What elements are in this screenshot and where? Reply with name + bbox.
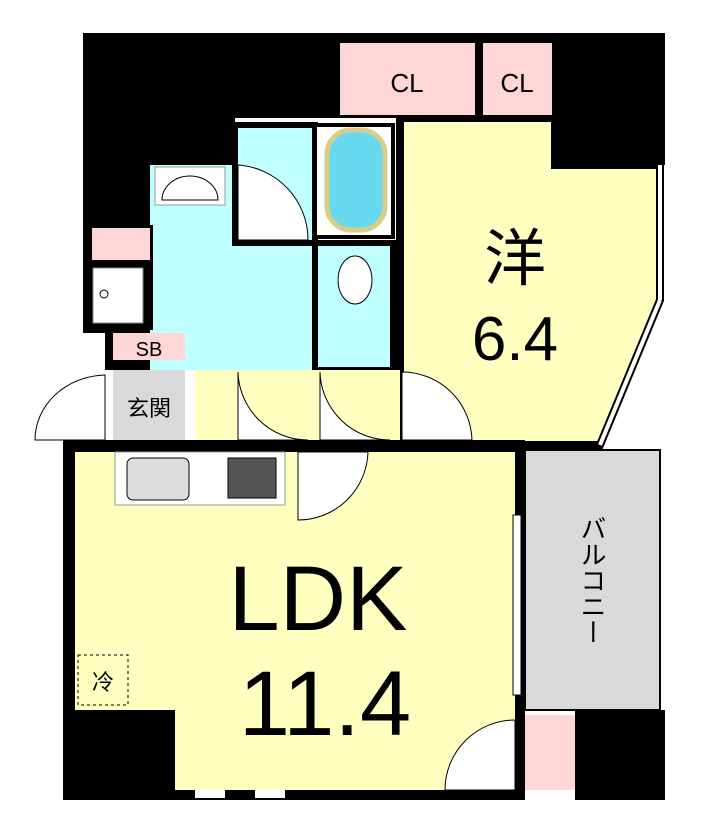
- entrance: [113, 370, 185, 440]
- balcony-window[interactable]: [512, 514, 522, 696]
- ldk-size: 11.4: [239, 653, 411, 755]
- hallway: [195, 370, 400, 440]
- ldk-door[interactable]: [297, 451, 369, 521]
- window: [195, 790, 225, 798]
- western-room-size: 6.4: [472, 305, 558, 374]
- sink: [126, 457, 190, 501]
- wall: [575, 710, 665, 800]
- front-door[interactable]: [34, 374, 106, 441]
- window: [255, 790, 285, 798]
- basin-bowl: [161, 175, 219, 201]
- toilet-door[interactable]: [319, 371, 391, 441]
- shower-door: [237, 164, 309, 241]
- western-room-door[interactable]: [401, 371, 473, 441]
- top-right-wall: [555, 33, 665, 165]
- closet-2: [483, 43, 552, 115]
- western-room-label: 洋: [484, 225, 546, 294]
- storage: [525, 715, 575, 790]
- washing-machine-pan: [92, 267, 144, 324]
- window: [598, 299, 662, 446]
- closet-door[interactable]: [444, 719, 516, 791]
- bathtub: [324, 127, 388, 233]
- stove: [227, 457, 277, 499]
- storage-shelf: [92, 228, 150, 260]
- shoe-box-label: SB: [136, 339, 163, 361]
- toilet: [337, 255, 373, 305]
- entrance-label: 玄関: [127, 396, 171, 421]
- closet-1: [340, 43, 475, 115]
- closet-1-label: CL: [390, 68, 423, 98]
- drain-icon: [99, 289, 109, 299]
- washroom-door[interactable]: [237, 371, 309, 441]
- fridge-label: 冷: [92, 670, 114, 695]
- wall: [63, 710, 175, 800]
- closet-2-label: CL: [500, 68, 533, 98]
- fridge-space: [77, 654, 129, 706]
- balcony: [524, 449, 661, 711]
- shoe-box: [113, 333, 185, 360]
- balcony-label: バルコニー: [577, 515, 607, 645]
- ldk-label: LDK: [229, 548, 408, 650]
